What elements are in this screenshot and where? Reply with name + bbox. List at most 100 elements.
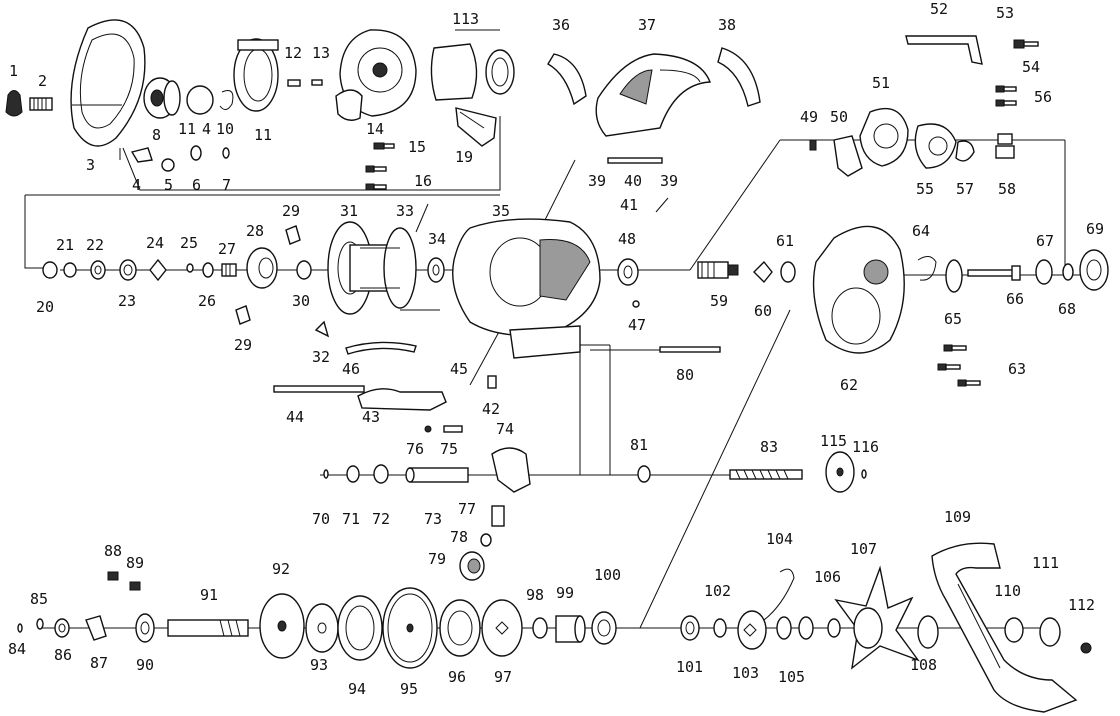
- part-107-star: [834, 565, 920, 670]
- part-24-clip: [149, 258, 167, 282]
- callout: 65: [944, 310, 962, 328]
- callout: 105: [778, 668, 805, 686]
- part-93-washer: [305, 603, 339, 653]
- part-12-pin: [287, 79, 301, 87]
- part-100-bearing: [591, 611, 617, 645]
- part-75-pin: [443, 425, 463, 433]
- part-77-pawl: [491, 505, 505, 527]
- callout: 84: [8, 640, 26, 658]
- callout: 66: [1006, 290, 1024, 308]
- callout: 111: [1032, 554, 1059, 572]
- part-44-pin: [273, 385, 365, 393]
- part-23-bearing: [119, 259, 137, 281]
- part-46-guard: [345, 341, 417, 355]
- part-26-washer: [202, 262, 214, 278]
- callout: 113: [452, 10, 479, 28]
- callout: 115: [820, 432, 847, 450]
- part-52-lever: [905, 35, 983, 65]
- part-30-washer: [296, 260, 312, 280]
- part-31-spool: [327, 221, 417, 315]
- callout: 68: [1058, 300, 1076, 318]
- callout-labels: 1 2 3 4 5 6 7 8 11 4 10 11 12 13 14 15 1…: [8, 0, 1104, 698]
- part-65-washer: [945, 259, 963, 293]
- callout: 51: [872, 74, 890, 92]
- part-13-pin: [311, 79, 323, 86]
- callout: 100: [594, 566, 621, 584]
- part-22-bearing: [90, 260, 106, 280]
- part-85-clip: [36, 618, 44, 630]
- part-34-bearing: [427, 257, 445, 283]
- callout: 86: [54, 646, 72, 664]
- callout: 11: [178, 120, 196, 138]
- callout: 50: [830, 108, 848, 126]
- part-79-cap: [459, 551, 485, 581]
- part-27-spring: [221, 263, 237, 277]
- callout: 10: [216, 120, 234, 138]
- part-2-spring: [29, 97, 53, 111]
- part-71-washer: [346, 465, 360, 483]
- callout: 19: [455, 148, 473, 166]
- callout: 56: [1034, 88, 1052, 106]
- callout: 27: [218, 240, 236, 258]
- part-81-bushing: [637, 465, 651, 483]
- part-49-screw: [809, 139, 817, 151]
- callout: 107: [850, 540, 877, 558]
- callout: 96: [448, 668, 466, 686]
- callout: 7: [222, 176, 231, 194]
- part-80-pin: [659, 346, 721, 353]
- callout: 75: [440, 440, 458, 458]
- callout: 15: [408, 138, 426, 156]
- callout: 1: [9, 62, 18, 80]
- callout: 108: [910, 656, 937, 674]
- part-72-bushing: [373, 464, 389, 484]
- callout: 91: [200, 586, 218, 604]
- part-21-washer: [63, 262, 77, 278]
- part-50-lever: [833, 135, 863, 177]
- part-10-spring-clip: [219, 90, 234, 110]
- part-14-brake-plate: [335, 29, 417, 121]
- part-102-washer: [713, 618, 727, 638]
- part-101-bearing: [680, 615, 700, 641]
- part-116-clip: [861, 469, 867, 479]
- part-92-star-drag: [259, 593, 305, 659]
- part-64-spring: [917, 256, 937, 281]
- part-78-ring: [480, 533, 492, 547]
- callout: 89: [126, 554, 144, 572]
- callout: 14: [366, 120, 384, 138]
- callout: 30: [292, 292, 310, 310]
- callout: 81: [630, 436, 648, 454]
- callout: 46: [342, 360, 360, 378]
- callout: 71: [342, 510, 360, 528]
- part-76-screw: [424, 425, 432, 433]
- callout: 8: [152, 126, 161, 144]
- part-29-knob-top: [285, 225, 301, 245]
- callout: 22: [86, 236, 104, 254]
- part-6-collar: [190, 145, 202, 161]
- callout: 92: [272, 560, 290, 578]
- callout: 62: [840, 376, 858, 394]
- part-69-cap: [1079, 249, 1109, 291]
- callout: 99: [556, 584, 574, 602]
- part-20-bearing: [42, 261, 58, 279]
- part-108-bearing: [917, 615, 939, 649]
- part-73-tube: [405, 467, 469, 483]
- callout: 23: [118, 292, 136, 310]
- part-111-cap: [1039, 617, 1061, 647]
- callout: 26: [198, 292, 216, 310]
- part-99-sleeve: [555, 615, 586, 643]
- part-70-clip: [323, 469, 329, 479]
- callout: 39: [588, 172, 606, 190]
- part-91-shaft: [167, 619, 249, 637]
- part-68-ring: [1062, 263, 1074, 281]
- part-87-pawl: [85, 615, 107, 641]
- part-29-knob-bottom: [235, 305, 251, 325]
- part-28-brake: [246, 247, 278, 289]
- callout: 20: [36, 298, 54, 316]
- callout: 49: [800, 108, 818, 126]
- part-16-screws: [365, 165, 387, 191]
- part-67-washer: [1035, 259, 1053, 285]
- callout: 32: [312, 348, 330, 366]
- callout: 4: [132, 176, 141, 194]
- part-38-cover: [717, 47, 761, 107]
- part-105-washers: [776, 616, 814, 640]
